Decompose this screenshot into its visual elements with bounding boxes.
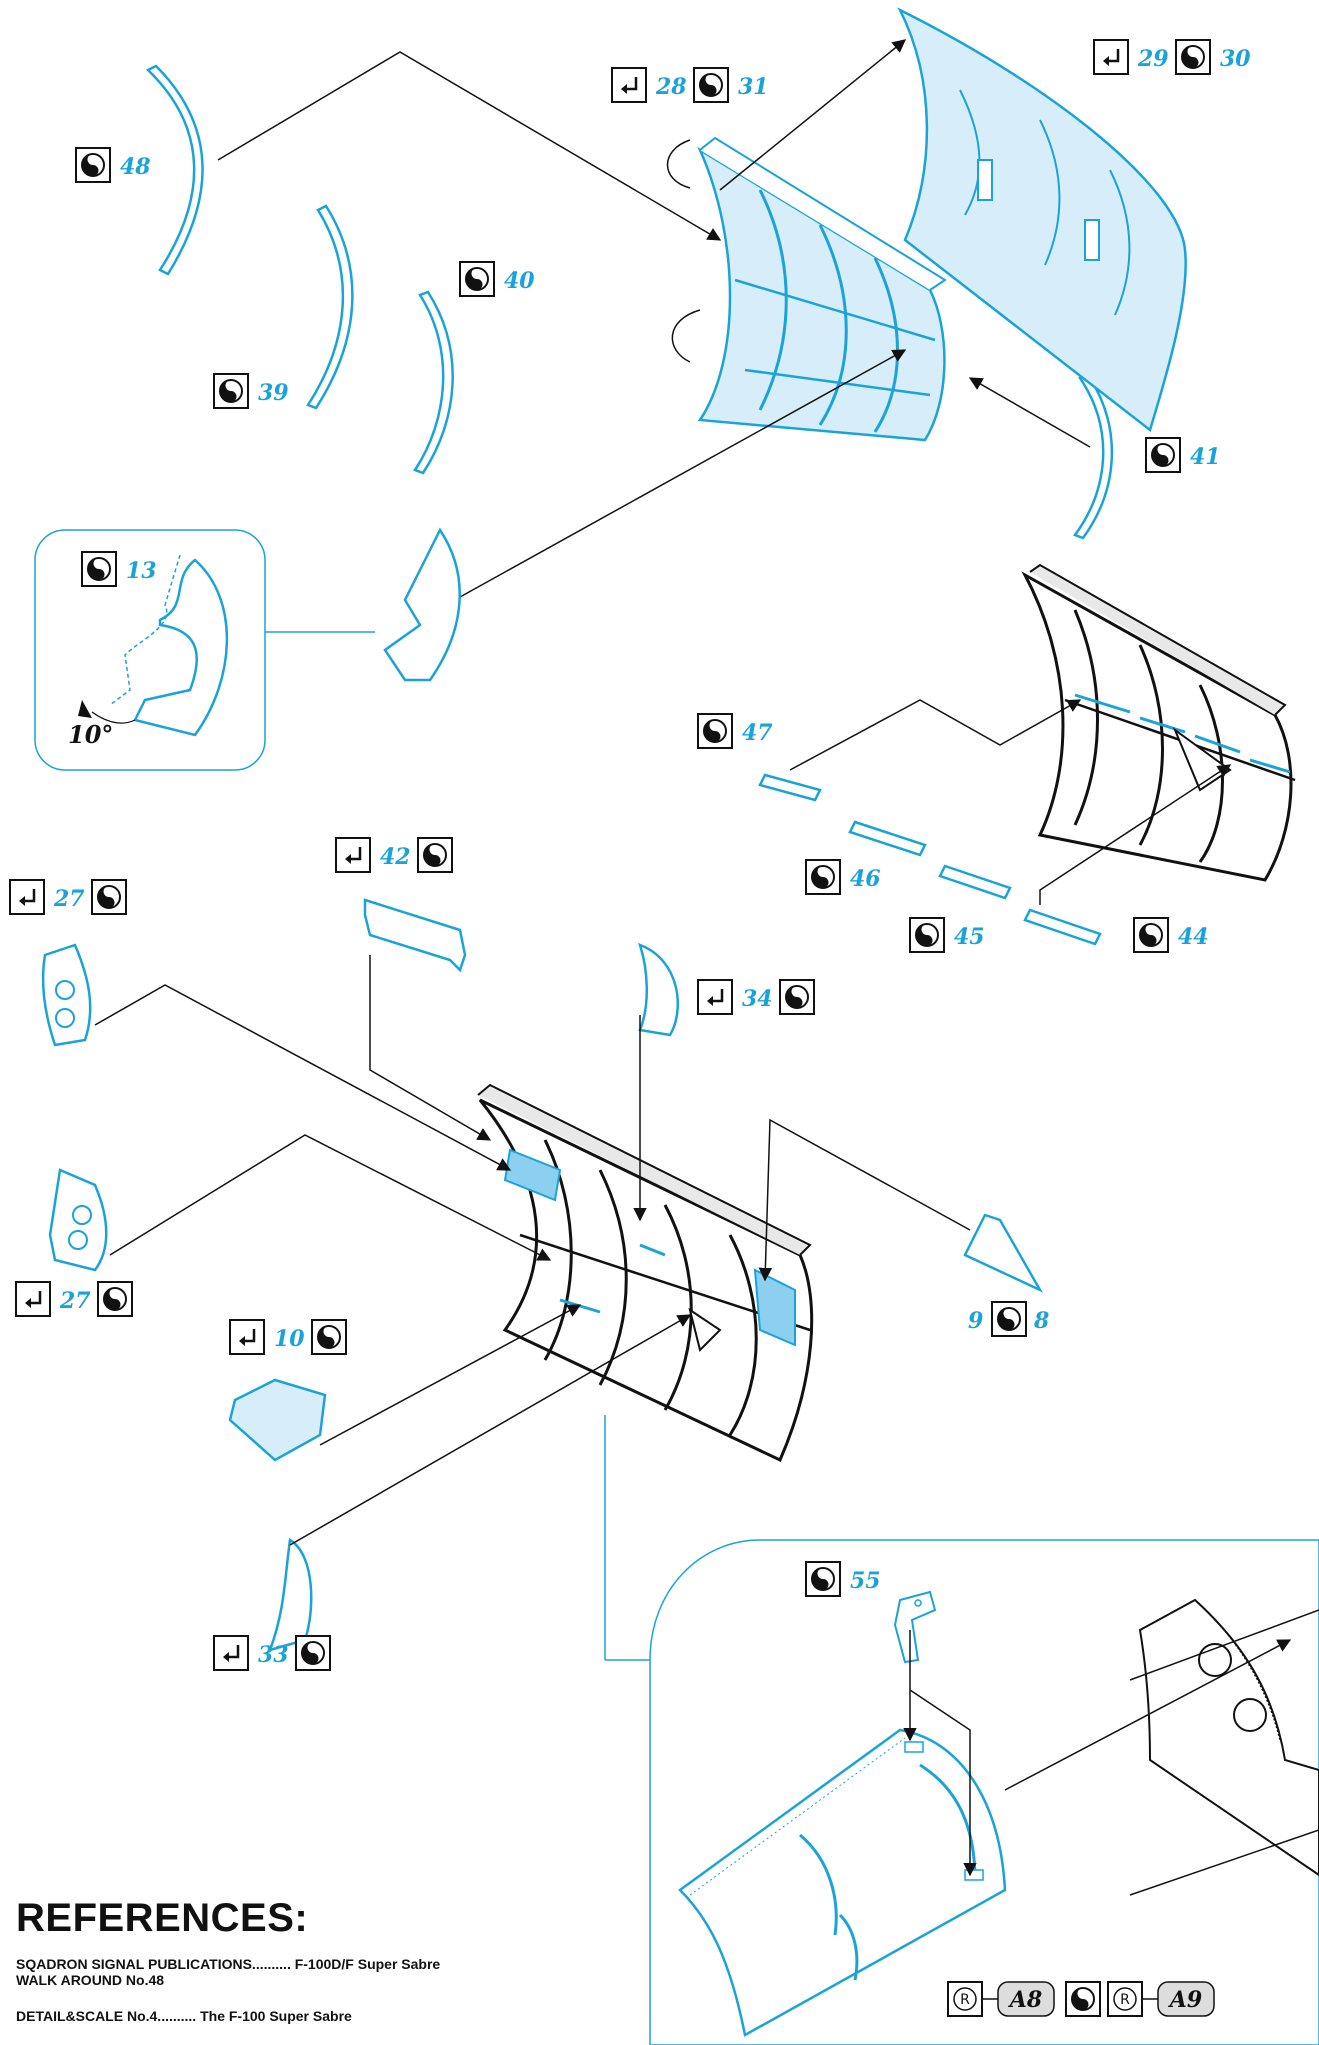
part-46-strip [848,820,927,857]
part-27-panel-lower [48,1168,108,1272]
reference-item-2-line1: DETAIL&SCALE No.4.......... The F-100 Su… [16,2008,352,2024]
rotation-arc-upper [666,139,691,189]
leader-lines-inset [903,1630,1292,1877]
resin-icon [947,1981,983,2017]
callout-39: 39 [213,373,289,409]
callout-27-upper: 27 [8,878,127,916]
callout-9-8: 9 8 [968,1301,1049,1337]
part-44-strip [1023,908,1102,946]
step-a8-label: A8 [1008,1987,1042,2013]
callout-42: 42 [334,836,453,874]
callout-13-number: 13 [126,558,157,584]
part-39-strip [306,204,354,410]
callout-41-number: 41 [1190,444,1221,470]
callout-44: 44 [1133,917,1209,953]
part-48-strip [145,64,204,276]
resin-icon-2 [1107,1981,1143,2017]
part-40-strip [413,290,454,475]
callout-29-30: 29 30 [1092,38,1251,76]
callout-34: 34 [696,978,815,1016]
step-a9-box [1157,1981,1215,2017]
part-29-30-skin-panel [897,7,1187,433]
canopy-panel-detail [678,1728,1007,2037]
callout-34-number: 34 [742,986,773,1012]
part-55-tab [893,1590,937,1664]
callout-44-number: 44 [1178,924,1209,950]
callout-10: 10 [228,1318,347,1356]
callout-28-31: 28 31 [610,66,769,104]
callout-31-number: 31 [738,74,769,100]
inset-13-panel [34,529,375,771]
callout-46-number: 46 [850,866,881,892]
part-33-part [267,1537,313,1652]
middle-bay-assembly [1021,563,1296,882]
callout-10-number: 10 [274,1326,305,1352]
part-13-piece [383,527,461,682]
photo-etch-icon [1065,1981,1101,2017]
part-10-part [228,1378,327,1462]
callout-40-number: 40 [504,268,535,294]
references-title: REFERENCES: [16,1896,309,1940]
reference-item-1-line2: WALK AROUND No.48 [16,1972,165,1988]
reference-item-1-line1: SQADRON SIGNAL PUBLICATIONS.......... F-… [16,1956,441,1972]
callout-40: 40 [459,261,535,297]
leader-lines-lower [94,955,971,1546]
callout-41: 41 [1145,437,1221,473]
part-41-strip [1073,373,1113,540]
top-bulkhead-frame [697,136,947,442]
callout-9-number: 9 [968,1308,983,1334]
reference-item-1: SQADRON SIGNAL PUBLICATIONS.......... F-… [16,1956,576,1988]
callout-33: 33 [212,1634,331,1672]
part-42-bracket [363,898,467,973]
part-47-strip [758,773,822,802]
part-34-part [638,942,680,1037]
callout-27-lower: 27 [14,1280,133,1318]
rotation-arc-lower [671,309,701,363]
callout-27-lower-number: 27 [59,1288,91,1314]
callout-55-number: 55 [850,1568,881,1594]
callout-8-number: 8 [1033,1308,1049,1334]
inset-13-angle-label: 10° [68,720,113,749]
callout-48: 48 [75,147,151,183]
sequence-a8-a9: A8 A9 [947,1981,1215,2017]
fuselage-section-detail [1129,1598,1319,1896]
callout-29-number: 29 [1137,46,1169,72]
callout-55: 55 [805,1561,881,1597]
callout-39-number: 39 [258,380,289,406]
lower-bay-assembly [477,1083,814,1463]
leader-lines-middle [789,699,1232,905]
callout-45: 45 [909,917,985,953]
part-45-strip [938,864,1012,900]
callout-42-number: 42 [380,844,411,870]
callout-45-number: 45 [954,924,985,950]
step-a9-label: A9 [1168,1987,1202,2013]
callout-47: 47 [697,713,773,749]
reference-item-2: DETAIL&SCALE No.4.......... The F-100 Su… [16,2008,576,2024]
callout-33-number: 33 [258,1642,289,1668]
part-27-panel-upper [41,943,92,1047]
callout-48-number: 48 [120,154,151,180]
step-a8-box [997,1981,1055,2017]
part-9-8-gusset [963,1213,1044,1293]
callout-46: 46 [805,859,881,895]
callout-27-upper-number: 27 [53,886,85,912]
leader-lines-top [217,39,1091,598]
references-list: SQADRON SIGNAL PUBLICATIONS.......... F-… [16,1956,576,2044]
callout-13: 13 [81,551,157,587]
callout-47-number: 47 [742,720,773,746]
callout-28-number: 28 [655,74,687,100]
callout-30-number: 30 [1220,46,1251,72]
